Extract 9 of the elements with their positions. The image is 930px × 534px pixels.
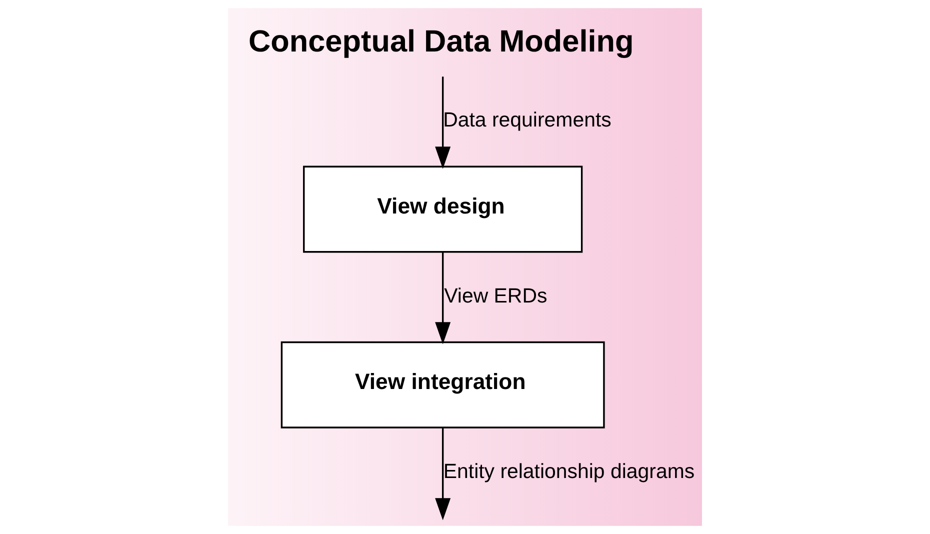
node-box: View integration bbox=[280, 341, 605, 428]
arrow bbox=[435, 428, 451, 520]
edge-label: View ERDs bbox=[444, 284, 548, 308]
edge-label: Data requirements bbox=[443, 108, 612, 132]
arrow bbox=[435, 252, 451, 344]
node-text: Conceptual Data Modeling bbox=[248, 23, 634, 58]
arrow bbox=[435, 76, 451, 169]
edge-label: Entity relationship diagrams bbox=[443, 460, 695, 483]
node-box: View design bbox=[303, 166, 583, 253]
